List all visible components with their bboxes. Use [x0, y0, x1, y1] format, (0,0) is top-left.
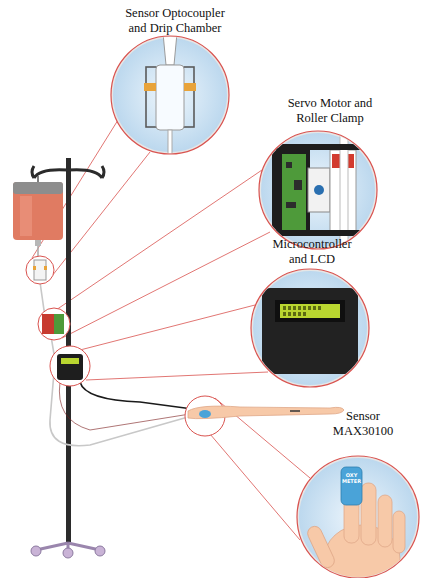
callout-title: Sensor Optocoupler and Drip Chamber — [116, 6, 234, 36]
callout-title: Microcontroller and LCD — [264, 237, 360, 267]
circle-outline — [296, 455, 420, 578]
tubing — [38, 246, 200, 446]
callout-circle: Microcontroller and LCD — [250, 268, 370, 388]
circle-outline — [250, 268, 370, 388]
pole-parts — [26, 256, 225, 436]
callout-title: Servo Motor and Roller Clamp — [282, 96, 378, 126]
circle-outline — [110, 35, 230, 155]
circle-outline — [258, 130, 378, 250]
sensor-tag: OXY METER — [341, 472, 362, 484]
callout-circle: Sensor Optocoupler and Drip Chamber — [110, 35, 230, 155]
iv-pole — [31, 158, 105, 558]
callout-title: Sensor MAX30100 — [328, 409, 398, 439]
callout-circle: Sensor MAX30100OXY METER — [296, 455, 420, 578]
iv-bag — [13, 176, 63, 246]
patient-arm — [188, 406, 344, 419]
callout-circle: Servo Motor and Roller Clamp — [258, 130, 378, 250]
